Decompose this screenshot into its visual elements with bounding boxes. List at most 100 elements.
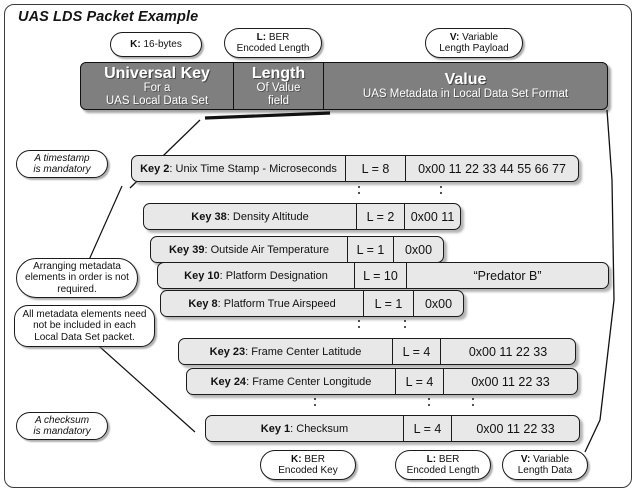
- klv-header-value-title: Value: [444, 71, 487, 88]
- table-row: Key 39 : Outside Air Temperature L = 1 0…: [150, 236, 444, 263]
- callout-bottom-length-prefix: L:: [426, 453, 437, 465]
- note-optional-line2: not be included in each: [33, 320, 136, 332]
- klv-header-key-sub2: UAS Local Data Set: [105, 94, 209, 107]
- row-key-name: Density Altitude: [232, 210, 309, 223]
- callout-bottom-key-line2: Encoded Key: [278, 465, 338, 476]
- row-key-number: Key 24: [210, 375, 247, 388]
- callout-top-key: K: 16-bytes: [110, 32, 202, 57]
- row-key-cell: Key 23 : Frame Center Latitude: [209, 345, 362, 358]
- row-value-cell: 0x00 11 22 33: [443, 369, 577, 394]
- table-row: Key 2 : Unix Time Stamp - Microseconds L…: [131, 155, 579, 182]
- klv-header-bar: Universal Key For a UAS Local Data Set L…: [80, 62, 608, 110]
- note-ordering-line1: Arranging metadata: [33, 260, 121, 272]
- klv-header-value-cell: Value UAS Metadata in Local Data Set For…: [323, 63, 607, 109]
- row-length-cell: L = 1: [363, 291, 413, 316]
- klv-header-length-sub2: field: [267, 94, 290, 107]
- callout-top-value: V: Variable Length Payload: [425, 28, 523, 58]
- callout-bottom-key-text: BER: [304, 453, 325, 465]
- callout-top-value-text: Variable: [462, 31, 499, 43]
- klv-header-value-sub1: UAS Metadata in Local Data Set Format: [362, 88, 569, 100]
- callout-bottom-value-prefix: V:: [520, 453, 531, 465]
- row-value-cell: 0x00: [413, 291, 463, 316]
- row-length-cell: L = 2: [356, 204, 404, 229]
- note-ordering-line2: elements in order is not: [25, 272, 129, 284]
- row-key-name: Unix Time Stamp - Microseconds: [175, 162, 337, 175]
- row-length-cell: L = 10: [354, 263, 406, 288]
- row-key-name: Outside Air Temperature: [210, 243, 330, 256]
- note-checksum-line2: is mandatory: [33, 426, 91, 437]
- row-key-cell: Key 10 : Platform Designation: [184, 269, 328, 282]
- row-length-cell: L = 4: [395, 369, 443, 394]
- note-timestamp: A timestamp is mandatory: [16, 150, 108, 178]
- row-key-cell: Key 1 : Checksum: [260, 422, 349, 435]
- callout-top-length-line2: Encoded Length: [236, 43, 310, 54]
- row-value-cell: 0x00 11 22 33 44 55 66 77: [405, 156, 578, 181]
- klv-header-key-cell: Universal Key For a UAS Local Data Set: [81, 63, 233, 109]
- callout-bottom-key-prefix: K:: [291, 453, 302, 465]
- row-key-number: Key 1: [260, 422, 291, 435]
- row-key-number: Key 2: [140, 162, 170, 175]
- callout-top-length-prefix: L:: [256, 31, 267, 43]
- callout-bottom-length-text: BER: [438, 453, 460, 465]
- note-optional: All metadata elements need not be includ…: [14, 305, 155, 347]
- row-key-cell: Key 39 : Outside Air Temperature: [168, 243, 330, 256]
- callout-bottom-value: V: Variable Length Data: [502, 450, 588, 480]
- row-value-cell: 0x00: [393, 237, 443, 262]
- row-key-name: Frame Center Latitude: [251, 345, 362, 358]
- row-length-cell: L = 8: [345, 156, 405, 181]
- row-key-number: Key 38: [191, 210, 227, 223]
- klv-header-key-sub1: For a: [143, 81, 171, 94]
- ellipsis-dots: [404, 320, 407, 332]
- table-row: Key 38 : Density Altitude L = 2 0x00 11: [143, 203, 461, 230]
- klv-header-length-sub1: Of Value: [256, 81, 301, 94]
- klv-header-key-title: Universal Key: [104, 64, 210, 82]
- callout-top-key-text: 16-bytes: [143, 38, 182, 50]
- ellipsis-dots: [314, 398, 317, 410]
- row-key-cell: Key 38 : Density Altitude: [191, 210, 309, 223]
- callout-bottom-key: K: BER Encoded Key: [260, 450, 356, 480]
- row-key-number: Key 23: [209, 345, 246, 358]
- note-checksum-line1: A checksum: [34, 414, 90, 426]
- row-key-name: Platform True Airspeed: [223, 297, 336, 310]
- callout-top-key-prefix: K:: [130, 38, 141, 50]
- row-key-name: Frame Center Longitude: [252, 375, 372, 388]
- table-row: Key 8 : Platform True Airspeed L = 1 0x0…: [160, 290, 464, 317]
- note-checksum: A checksum is mandatory: [16, 412, 108, 440]
- row-key-name: Platform Designation: [225, 269, 328, 282]
- note-timestamp-line2: is mandatory: [33, 164, 91, 175]
- row-key-cell: Key 24 : Frame Center Longitude: [210, 375, 372, 388]
- note-timestamp-line1: A timestamp: [34, 152, 90, 164]
- note-ordering: Arranging metadata elements in order is …: [16, 258, 138, 298]
- note-optional-line3: Local Data Set packet.: [34, 331, 135, 343]
- callout-top-value-line2: Length Payload: [439, 43, 509, 54]
- callout-top-length-text: BER: [268, 31, 290, 43]
- table-row: Key 10 : Platform Designation L = 10 “Pr…: [157, 262, 609, 289]
- note-ordering-line3: required.: [57, 283, 97, 295]
- ellipsis-dots: [358, 186, 361, 198]
- ellipsis-dots: [428, 398, 431, 410]
- row-value-cell: 0x00 11 22 33: [451, 416, 579, 441]
- callout-top-value-prefix: V:: [449, 31, 460, 43]
- row-length-cell: L = 4: [403, 416, 451, 441]
- note-optional-line1: All metadata elements need: [22, 308, 147, 320]
- callout-bottom-value-text: Variable: [533, 453, 570, 465]
- ellipsis-dots: [358, 320, 361, 332]
- row-length-cell: L = 4: [392, 339, 440, 364]
- row-value-cell: “Predator B”: [406, 263, 608, 288]
- callout-bottom-value-line2: Length Data: [517, 465, 573, 476]
- table-row: Key 24 : Frame Center Longitude L = 4 0x…: [186, 368, 578, 395]
- table-row: Key 23 : Frame Center Latitude L = 4 0x0…: [178, 338, 576, 365]
- ellipsis-dots: [440, 186, 443, 198]
- row-key-number: Key 8: [188, 297, 218, 310]
- row-value-cell: 0x00 11: [404, 204, 460, 229]
- row-key-name: Checksum: [296, 422, 349, 435]
- callout-top-length: L: BER Encoded Length: [224, 28, 322, 58]
- klv-header-length-cell: Length Of Value field: [233, 63, 323, 109]
- row-key-cell: Key 8 : Platform True Airspeed: [188, 297, 336, 310]
- row-value-cell: 0x00 11 22 33: [440, 339, 575, 364]
- page-title: UAS LDS Packet Example: [18, 9, 199, 25]
- ellipsis-dots: [472, 398, 475, 410]
- callout-bottom-length-line2: Encoded Length: [406, 465, 480, 476]
- row-key-number: Key 10: [184, 269, 220, 282]
- row-length-cell: L = 1: [347, 237, 393, 262]
